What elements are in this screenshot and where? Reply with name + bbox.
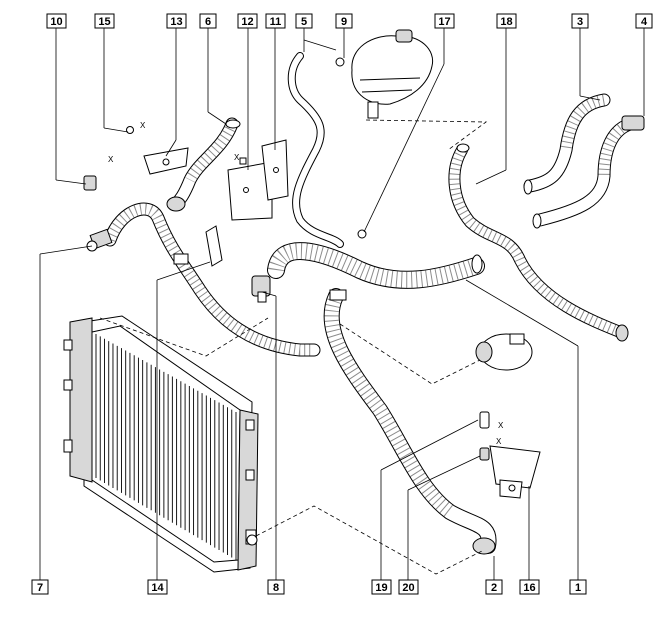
hose-18 [448, 143, 629, 342]
callout-7: 7 [31, 579, 49, 595]
callout-18: 18 [496, 13, 517, 29]
svg-text:10: 10 [50, 16, 62, 28]
svg-text:5: 5 [301, 16, 307, 28]
callout-4: 4 [635, 13, 653, 29]
x-marker: X [496, 437, 502, 446]
svg-text:6: 6 [205, 16, 211, 28]
leader-lines [39, 28, 645, 580]
hose-2 [323, 288, 497, 555]
callout-13: 13 [166, 13, 187, 29]
radiator [63, 315, 259, 573]
hose-upper-left [89, 202, 321, 357]
callout-9: 9 [335, 13, 353, 29]
callout-1: 1 [569, 579, 587, 595]
x-marker: X [498, 421, 504, 430]
callout-14: 14 [147, 579, 168, 595]
hose-4 [532, 115, 645, 229]
hose-6 [166, 117, 241, 212]
fittings [83, 57, 490, 461]
dashed-connectors [99, 119, 488, 575]
hose-3 [523, 93, 611, 195]
svg-text:7: 7 [37, 582, 43, 594]
callout-11: 11 [265, 13, 286, 29]
expansion-tank [351, 29, 434, 119]
svg-text:14: 14 [151, 582, 164, 594]
x-marker: X [108, 155, 114, 164]
svg-text:12: 12 [241, 16, 253, 28]
radiator-fins [95, 334, 237, 560]
callout-17: 17 [434, 13, 455, 29]
auxiliary-pump [475, 333, 533, 371]
callout-12: 12 [237, 13, 258, 29]
callout-2: 2 [485, 579, 503, 595]
callout-19: 19 [371, 579, 392, 595]
bracket-14 [205, 225, 223, 267]
x-marker: X [140, 121, 146, 130]
svg-text:17: 17 [438, 16, 450, 28]
callout-5: 5 [295, 13, 313, 29]
callout-6: 6 [199, 13, 217, 29]
callout-16: 16 [519, 579, 540, 595]
callout-20: 20 [398, 579, 419, 595]
svg-text:11: 11 [270, 16, 282, 28]
svg-text:15: 15 [98, 16, 110, 28]
bracket-11-12 [227, 139, 289, 221]
hose-1 [267, 242, 485, 289]
callout-10: 10 [46, 13, 67, 29]
svg-text:2: 2 [491, 582, 497, 594]
svg-text:18: 18 [500, 16, 512, 28]
svg-text:3: 3 [577, 16, 583, 28]
bracket-16 [489, 445, 541, 499]
svg-text:1: 1 [575, 582, 581, 594]
svg-text:8: 8 [273, 582, 279, 594]
svg-text:19: 19 [375, 582, 387, 594]
callout-8: 8 [267, 579, 285, 595]
x-marker: X [234, 153, 240, 162]
valve-8 [251, 275, 271, 303]
callout-3: 3 [571, 13, 589, 29]
svg-text:16: 16 [523, 582, 535, 594]
hose-5 [287, 52, 344, 248]
svg-text:9: 9 [341, 16, 347, 28]
callout-15: 15 [94, 13, 115, 29]
svg-text:4: 4 [641, 16, 648, 28]
svg-text:20: 20 [402, 582, 414, 594]
bracket-13 [143, 147, 189, 175]
svg-text:13: 13 [170, 16, 182, 28]
